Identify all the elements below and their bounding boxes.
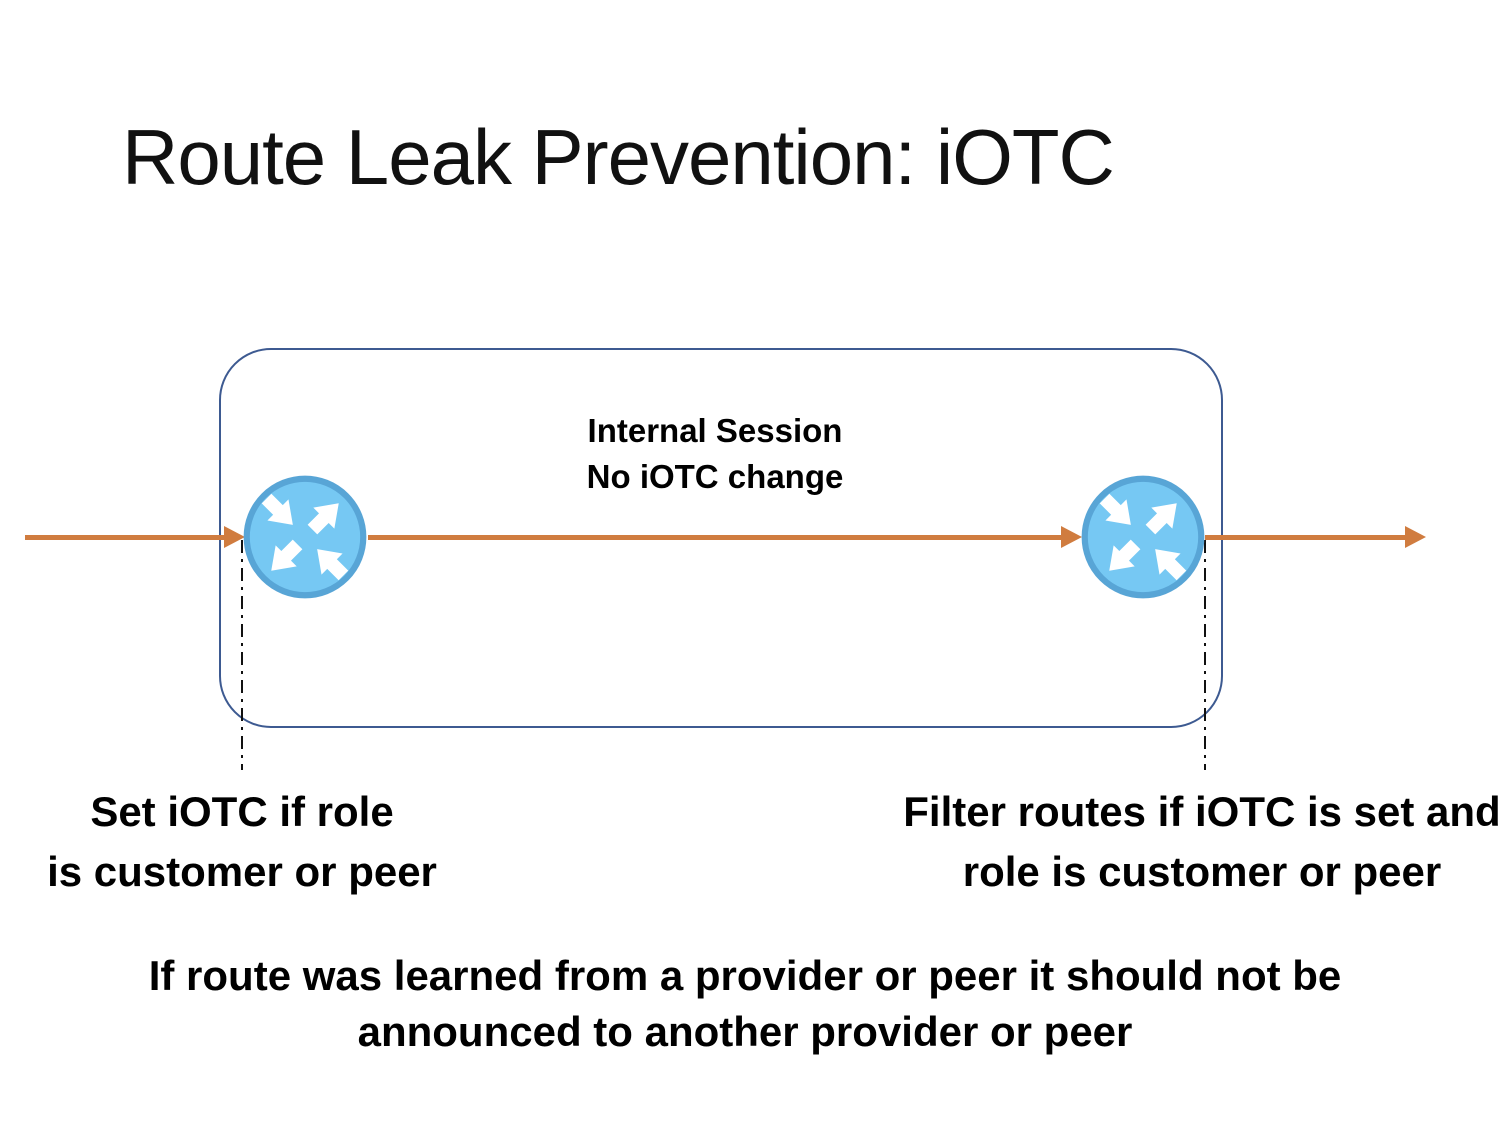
rule-summary-text: If route was learned from a provider or …	[145, 948, 1345, 1060]
rule-summary-line2: announced to another provider or peer	[357, 1008, 1133, 1055]
router-icon	[1081, 475, 1205, 599]
filter-routes-annotation-line1: Filter routes if iOTC is set and	[903, 788, 1500, 835]
route-arrow-incoming	[25, 525, 245, 548]
route-arrow-outgoing	[1205, 525, 1426, 548]
route-arrow-internal	[368, 525, 1082, 548]
filter-routes-annotation: Filter routes if iOTC is set and role is…	[902, 782, 1500, 902]
set-iotc-annotation-line1: Set iOTC if role	[90, 788, 394, 835]
set-iotc-annotation: Set iOTC if role is customer or peer	[2, 782, 482, 902]
internal-session-label: Internal Session No iOTC change	[465, 408, 965, 500]
router-icon	[243, 475, 367, 599]
internal-session-label-line1: Internal Session	[587, 412, 843, 449]
set-iotc-annotation-line2: is customer or peer	[47, 848, 437, 895]
rule-summary-line1: If route was learned from a provider or …	[148, 952, 1342, 999]
internal-session-label-line2: No iOTC change	[586, 458, 844, 495]
left-router-callout-line	[240, 540, 243, 770]
page-title: Route Leak Prevention: iOTC	[122, 113, 1115, 201]
right-router-callout-line	[1203, 540, 1206, 770]
filter-routes-annotation-line2: role is customer or peer	[962, 848, 1442, 895]
